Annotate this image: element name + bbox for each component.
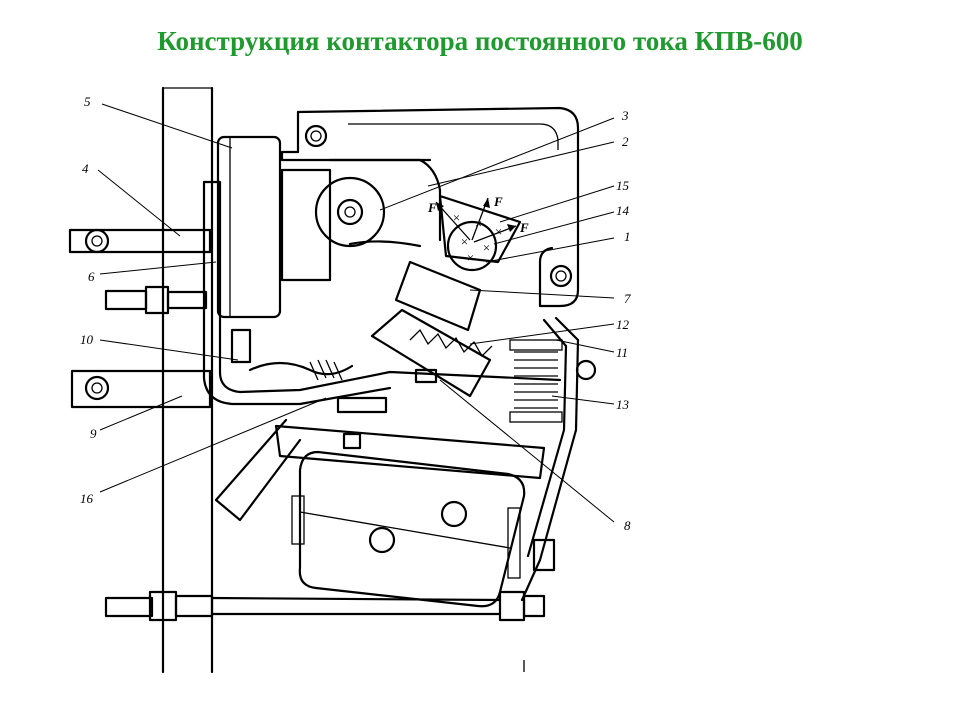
callout-3: 3 <box>621 108 629 123</box>
callout-4: 4 <box>82 161 89 176</box>
callout-1: 1 <box>624 229 631 244</box>
contact-spring <box>370 308 493 398</box>
callout-10: 10 <box>80 332 94 347</box>
armature-lever <box>394 260 482 332</box>
leader-lines <box>97 103 615 523</box>
contact-pivot <box>280 158 442 282</box>
callout-16: 16 <box>80 491 94 506</box>
callout-11: 11 <box>616 345 628 360</box>
svg-text:×: × <box>460 234 469 249</box>
callout-12: 12 <box>616 317 630 332</box>
svg-text:×: × <box>452 210 461 225</box>
magnet-core <box>214 418 546 522</box>
stud-bolt <box>104 285 208 315</box>
flexible-shunt <box>230 328 388 414</box>
svg-text:×: × <box>482 240 491 255</box>
slide-title: Конструкция контактора постоянного тока … <box>157 26 803 56</box>
pull-rod <box>104 538 556 622</box>
arc-horn <box>202 180 562 406</box>
callout-labels: 5 4 6 10 9 16 3 2 15 14 1 7 12 11 13 8 <box>80 94 631 533</box>
force-label: F <box>493 194 503 209</box>
callout-14: 14 <box>616 203 630 218</box>
callout-8: 8 <box>624 518 631 533</box>
force-label: F <box>519 220 529 235</box>
svg-text:×: × <box>466 250 475 265</box>
operating-coil <box>291 450 526 608</box>
return-spring <box>509 339 563 423</box>
callout-7: 7 <box>624 291 631 306</box>
svg-text:×: × <box>494 224 503 239</box>
callout-6: 6 <box>88 269 95 284</box>
blowout-coil <box>216 135 282 319</box>
callout-15: 15 <box>616 178 630 193</box>
lever-arm <box>520 316 597 602</box>
callout-5: 5 <box>84 94 91 109</box>
contact-area: × × × × × × F F F <box>427 194 529 272</box>
lower-terminal <box>70 369 212 409</box>
force-label: F <box>427 200 437 215</box>
callout-13: 13 <box>616 397 630 412</box>
callout-2: 2 <box>622 134 629 149</box>
base-panel <box>161 86 214 674</box>
upper-terminal <box>68 228 212 254</box>
callout-9: 9 <box>90 426 97 441</box>
